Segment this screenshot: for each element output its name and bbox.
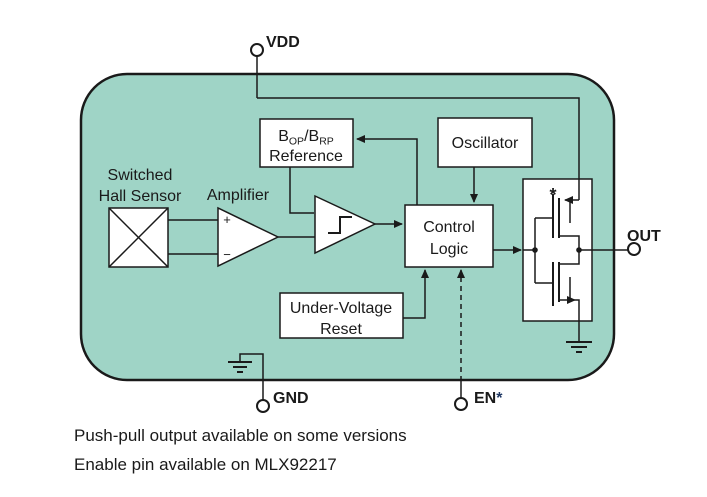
hall-sensor-label-line2: Hall Sensor xyxy=(99,188,182,205)
uvr-to-control-wire xyxy=(403,269,429,319)
caption-enable-pin: Enable pin available on MLX92217 xyxy=(74,455,337,474)
vdd-pin-terminal xyxy=(250,43,264,57)
amplifier-label: Amplifier xyxy=(207,187,270,204)
amplifier-plus-sign: + xyxy=(223,212,231,227)
en-pin-label: EN* xyxy=(474,390,503,407)
internal-ground-icon xyxy=(566,321,592,353)
hysteresis-icon xyxy=(328,216,352,234)
uvr-label-line1: Under-Voltage xyxy=(290,300,392,317)
en-pin-terminal xyxy=(454,397,468,411)
cmos-push-pull xyxy=(523,194,582,321)
caption-push-pull: Push-pull output available on some versi… xyxy=(74,426,407,445)
reference-label-line2: Reference xyxy=(269,148,343,165)
gnd-pin-label: GND xyxy=(273,390,309,407)
oscillator-label: Oscillator xyxy=(452,135,519,152)
out-pin-terminal xyxy=(627,242,641,256)
pmos-drain-lead xyxy=(559,235,580,250)
reference-box xyxy=(259,118,354,168)
vdd-pin-label: VDD xyxy=(266,34,300,51)
hall-sensor-label-line1: Switched xyxy=(108,167,173,184)
chip-outline xyxy=(79,72,616,382)
gnd-ground-icon xyxy=(228,353,264,400)
hall-sensor-x-icon xyxy=(108,207,169,268)
gate-junction-dot xyxy=(532,247,538,253)
amplifier-symbol xyxy=(217,206,280,268)
control-logic-box xyxy=(404,204,494,268)
nmos-drain-lead xyxy=(559,250,580,265)
under-voltage-reset-box xyxy=(279,292,404,339)
gnd-pin-terminal xyxy=(256,399,270,413)
nmos-source-corner xyxy=(575,299,580,321)
vdd-rail-wire xyxy=(257,97,580,200)
amplifier-minus-sign: − xyxy=(223,247,231,262)
reference-to-schmitt-wire xyxy=(289,167,314,214)
control-logic-label-line2: Logic xyxy=(430,241,468,258)
reference-label-line1: BOP/BRP xyxy=(278,128,334,148)
output-stage-star-note: * xyxy=(549,185,556,205)
uvr-label-line2: Reset xyxy=(320,321,362,338)
schmitt-trigger-symbol xyxy=(314,194,377,255)
out-pin-label: OUT xyxy=(627,228,661,245)
oscillator-box xyxy=(437,117,533,168)
control-to-reference-wire xyxy=(356,135,418,205)
control-logic-label-line1: Control xyxy=(423,219,475,236)
